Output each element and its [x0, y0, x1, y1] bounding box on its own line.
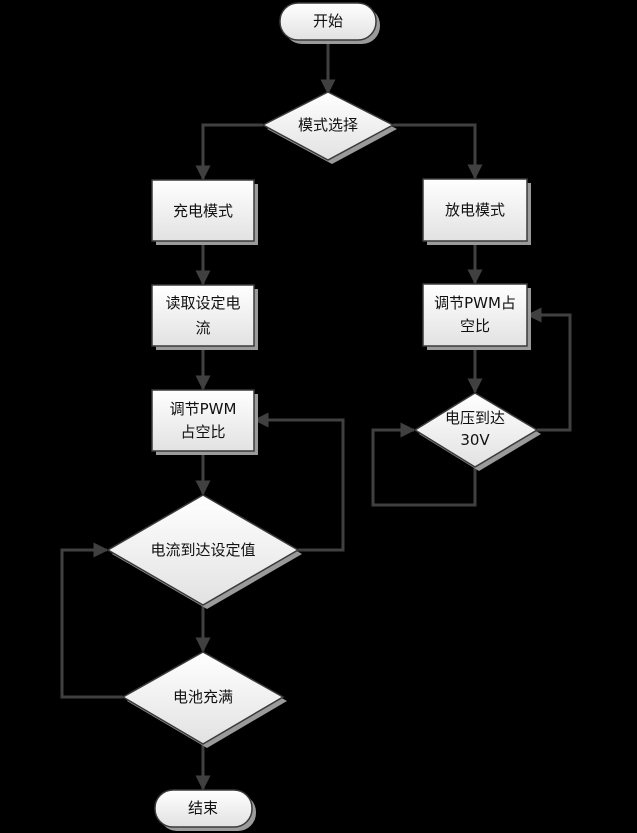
start-node: 开始	[279, 2, 380, 44]
end-label: 结束	[188, 799, 218, 817]
adjust-pwm-left-process: 调节PWM 占空比	[151, 389, 258, 455]
charge-mode-process: 充电模式	[151, 179, 258, 245]
voltage-label-1: 电压到达	[445, 409, 505, 427]
read-current-process: 读取设定电 流	[151, 284, 258, 350]
mode-select-label: 模式选择	[298, 116, 358, 134]
charge-mode-label: 充电模式	[173, 202, 233, 220]
voltage-reached-decision: 电压到达 30V	[413, 392, 541, 471]
end-node: 结束	[154, 789, 256, 831]
connectors	[60, 40, 572, 791]
battery-full-decision: 电池充满	[121, 651, 287, 748]
pwm-right-label-2: 空比	[460, 317, 490, 335]
pwm-right-label-1: 调节PWM占	[434, 294, 516, 312]
read-current-label-1: 读取设定电	[165, 294, 240, 312]
battery-full-label: 电池充满	[173, 688, 233, 706]
read-current-label-2: 流	[195, 319, 210, 337]
pwm-left-label-2: 占空比	[180, 423, 225, 441]
voltage-label-2: 30V	[460, 431, 490, 449]
discharge-mode-label: 放电模式	[445, 201, 505, 219]
adjust-pwm-right-process: 调节PWM占 空比	[422, 283, 531, 350]
current-reached-label: 电流到达设定值	[150, 541, 255, 559]
discharge-mode-process: 放电模式	[422, 178, 531, 245]
pwm-left-label-1: 调节PWM	[170, 400, 237, 418]
mode-select-decision: 模式选择	[261, 91, 397, 164]
start-label: 开始	[313, 12, 343, 30]
current-reached-decision: 电流到达设定值	[106, 494, 302, 609]
